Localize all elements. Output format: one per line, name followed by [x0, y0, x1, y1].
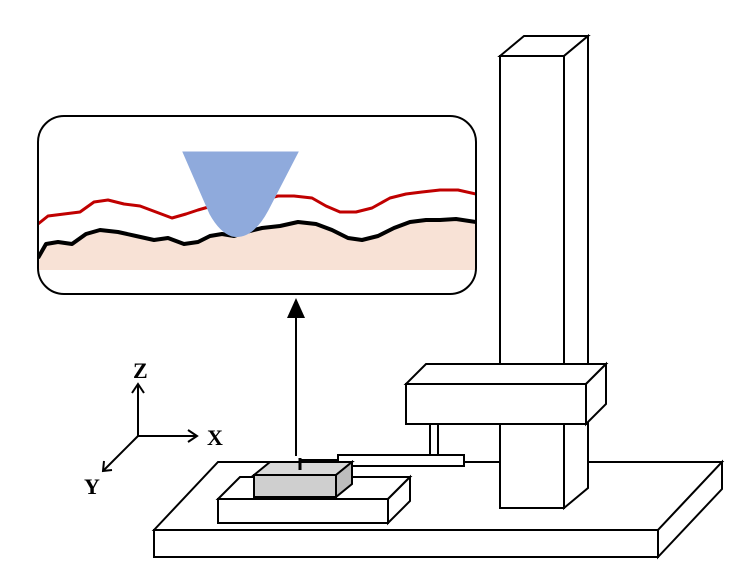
- stylus-arm: [300, 454, 465, 467]
- support-post: [429, 423, 439, 457]
- carriage: [403, 361, 609, 427]
- arrow-up-icon: [287, 298, 305, 456]
- coordinate-axes: [101, 382, 199, 473]
- vertical-column: [497, 33, 591, 511]
- x-axis-label: X: [207, 425, 223, 450]
- y-axis-label: Y: [84, 474, 100, 499]
- magnified-inset: [37, 115, 477, 295]
- stylus-tip-icon: [182, 151, 299, 237]
- specimen-block: [251, 459, 355, 500]
- z-axis-label: Z: [133, 358, 148, 383]
- material-region: [38, 219, 476, 270]
